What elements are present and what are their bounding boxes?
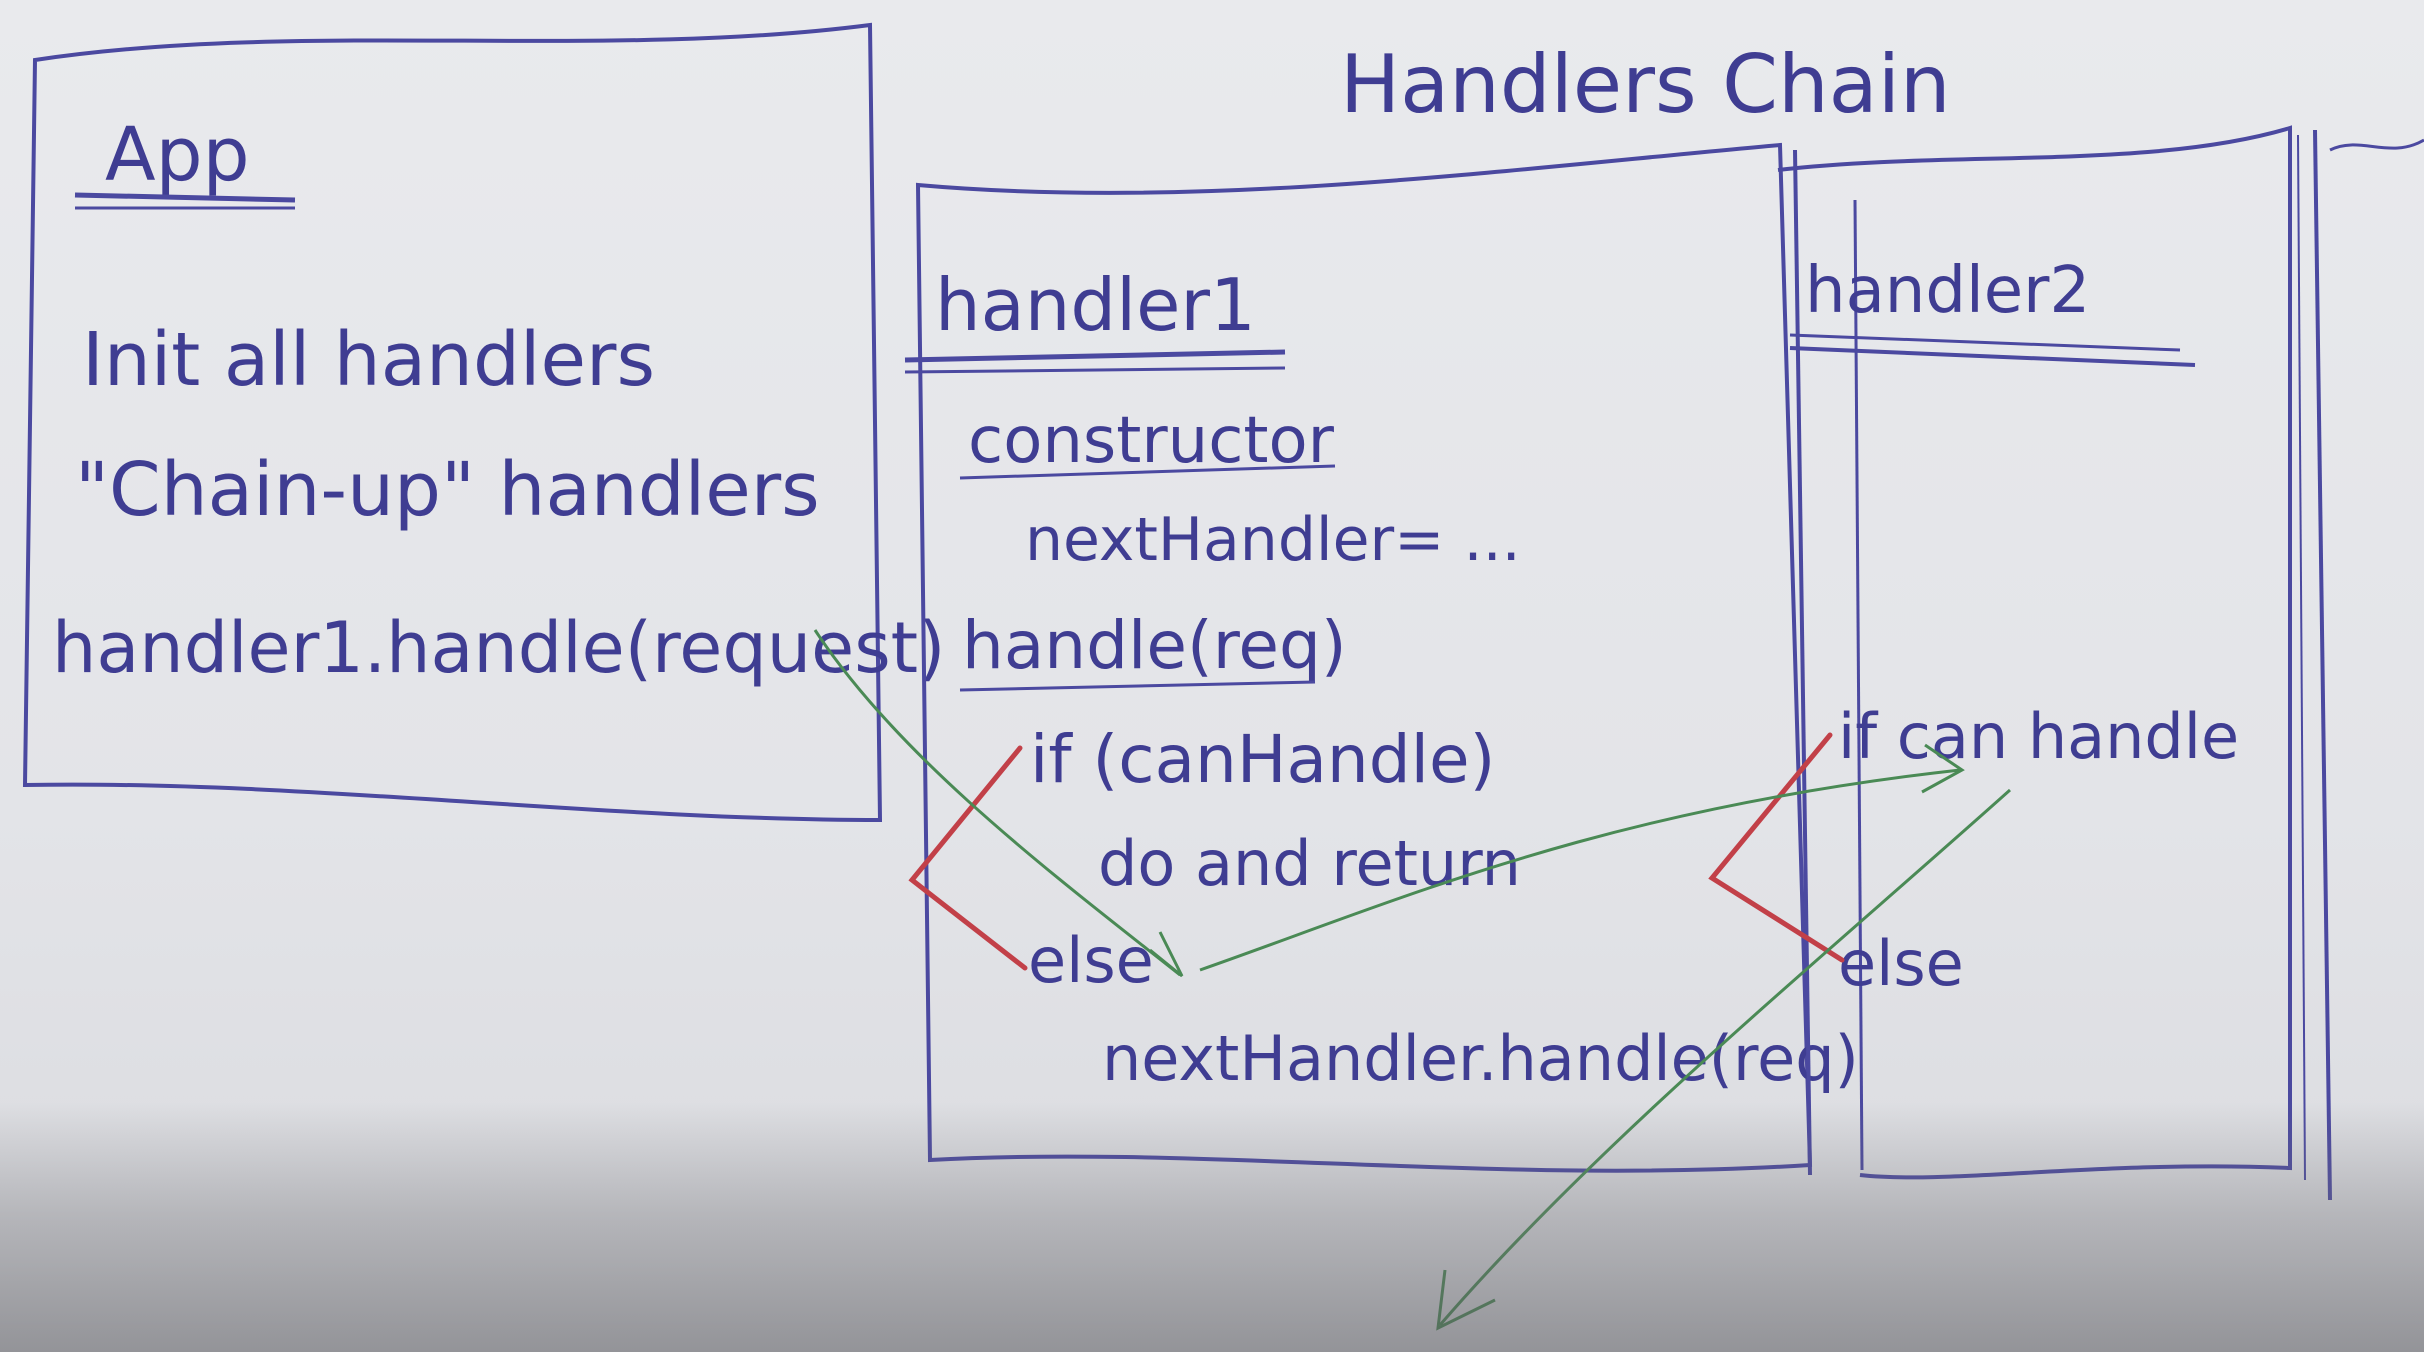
handler1-heading-underline-2 <box>904 366 1286 374</box>
app-heading-underline <box>74 192 296 203</box>
handler1-do-line: do and return <box>1098 827 1521 900</box>
constructor-underline <box>959 464 1336 480</box>
handler1-box: handler1 constructor nextHandler= ... ha… <box>904 142 1859 1173</box>
red-bracket-1 <box>908 745 1028 971</box>
handler1-heading: handler1 <box>935 263 1256 347</box>
handler1-constructor-label: constructor <box>968 404 1335 478</box>
handler2-inner-border <box>1853 199 1864 1171</box>
app-line-init: Init all handlers <box>82 317 655 403</box>
app-line-chain-up: "Chain-up" handlers <box>75 447 820 533</box>
handler1-if-line: if (canHandle) <box>1030 721 1495 798</box>
handler1-else-line: else <box>1028 924 1154 997</box>
next-box-edge <box>2297 129 2424 1201</box>
diagram-title: Handlers Chain <box>1340 38 1951 131</box>
arrow-app-to-handler1-head <box>1149 931 1184 978</box>
app-line-call: handler1.handle(request) <box>52 607 945 689</box>
arrow-app-to-handler1 <box>813 629 1181 977</box>
handler1-handle-label: handle(req) <box>962 607 1347 684</box>
arrow-handler1-to-handler2 <box>1199 768 1961 972</box>
handler2-branch-bracket <box>1708 732 1845 963</box>
handler2-if-line: if can handle <box>1838 700 2239 773</box>
handler1-heading-underline <box>904 349 1286 363</box>
handler1-constructor-body: nextHandler= ... <box>1025 505 1521 575</box>
handler2-heading-underline <box>1789 346 2196 367</box>
handler2-heading: handler2 <box>1805 254 2090 328</box>
next-box-top-border <box>2329 138 2424 152</box>
handler2-left-border <box>1793 149 1812 1176</box>
red-bracket-2 <box>1708 732 1845 963</box>
app-box: App Init all handlers "Chain-up" handler… <box>22 22 945 823</box>
next-box-left-border-2 <box>2297 134 2306 1181</box>
handler2-heading-underline-2 <box>1789 333 2181 352</box>
handler2-else-line: else <box>1838 927 1964 1000</box>
handle-underline <box>959 680 1316 692</box>
app-heading: App <box>105 112 250 198</box>
next-box-left-border <box>2313 129 2332 1201</box>
handler1-next-line: nextHandler.handle(req) <box>1102 1022 1859 1095</box>
arrow-handler1-to-handler2-head <box>1921 743 1965 794</box>
handler2-box: handler2 if can handle else <box>1777 125 2292 1180</box>
handler1-branch-bracket <box>908 745 1028 971</box>
app-box-border <box>22 22 883 823</box>
